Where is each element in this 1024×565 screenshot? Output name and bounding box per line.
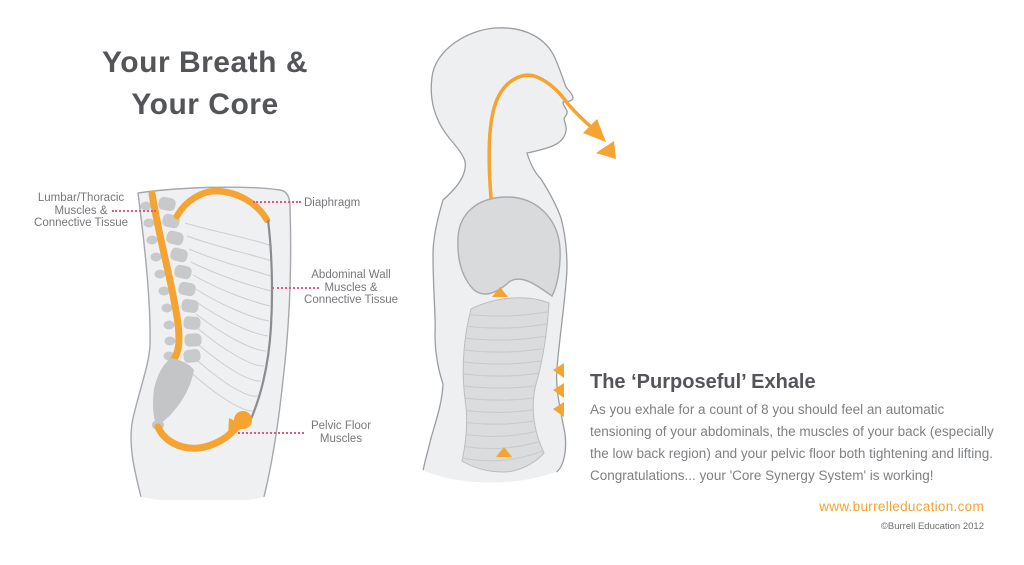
exhale-flow-arrow-icon — [487, 73, 592, 200]
label-abdominal-wall: Abdominal Wall Muscles & Connective Tiss… — [304, 269, 398, 306]
lumbar-thoracic-muscle-line — [148, 190, 183, 368]
leader-line-abdominal — [272, 287, 319, 289]
exhale-extra-triangle-icon — [596, 141, 616, 159]
abdominal-muscles-shape — [461, 297, 550, 473]
pelvic-floor-arc — [154, 423, 238, 452]
label-lumbar-thoracic: Lumbar/Thoracic Muscles & Connective Tis… — [34, 192, 128, 229]
pelvic-floor-arrowhead-icon — [228, 418, 245, 438]
inward-tension-triangles-icon — [553, 363, 564, 417]
abdominal-wall-line — [249, 219, 274, 420]
vertebrae — [158, 196, 202, 363]
copyright-text: ©Burrell Education 2012 — [880, 521, 984, 532]
core-cross-section-illustration — [130, 186, 292, 500]
footer: www.burrelleducation.com ©Burrell Educat… — [819, 499, 984, 532]
label-diaphragm: Diaphragm — [304, 197, 361, 209]
body-profile-illustration — [420, 27, 616, 486]
pelvic-floor-lift-triangle-icon — [496, 447, 512, 457]
leader-line-lumbar — [112, 210, 156, 212]
website-link[interactable]: www.burrelleducation.com — [819, 499, 984, 514]
diaphragm-arc — [173, 187, 271, 224]
label-pelvic-floor: Pelvic Floor Muscles — [310, 420, 372, 445]
exhale-section-heading: The ‘Purposeful’ Exhale — [590, 371, 816, 393]
bottom-fade — [420, 469, 558, 486]
connective-tissue-lines — [184, 222, 273, 412]
spinous-processes — [140, 201, 176, 361]
lungs-shape — [457, 196, 561, 298]
page-title: Your Breath & Your Core — [102, 46, 308, 121]
torso-slab-outline — [130, 186, 292, 498]
exhale-arrowhead-icon — [583, 119, 606, 142]
leader-line-diaphragm — [253, 201, 301, 203]
torso-slab-shape — [131, 187, 291, 500]
pelvic-floor-attachment-dot — [234, 411, 252, 429]
leader-line-pelvic — [238, 432, 304, 434]
sacrum-shape — [153, 358, 194, 426]
diaphragm-lift-triangle-icon — [492, 287, 508, 297]
exhale-section-body: As you exhale for a count of 8 you shoul… — [590, 402, 994, 483]
